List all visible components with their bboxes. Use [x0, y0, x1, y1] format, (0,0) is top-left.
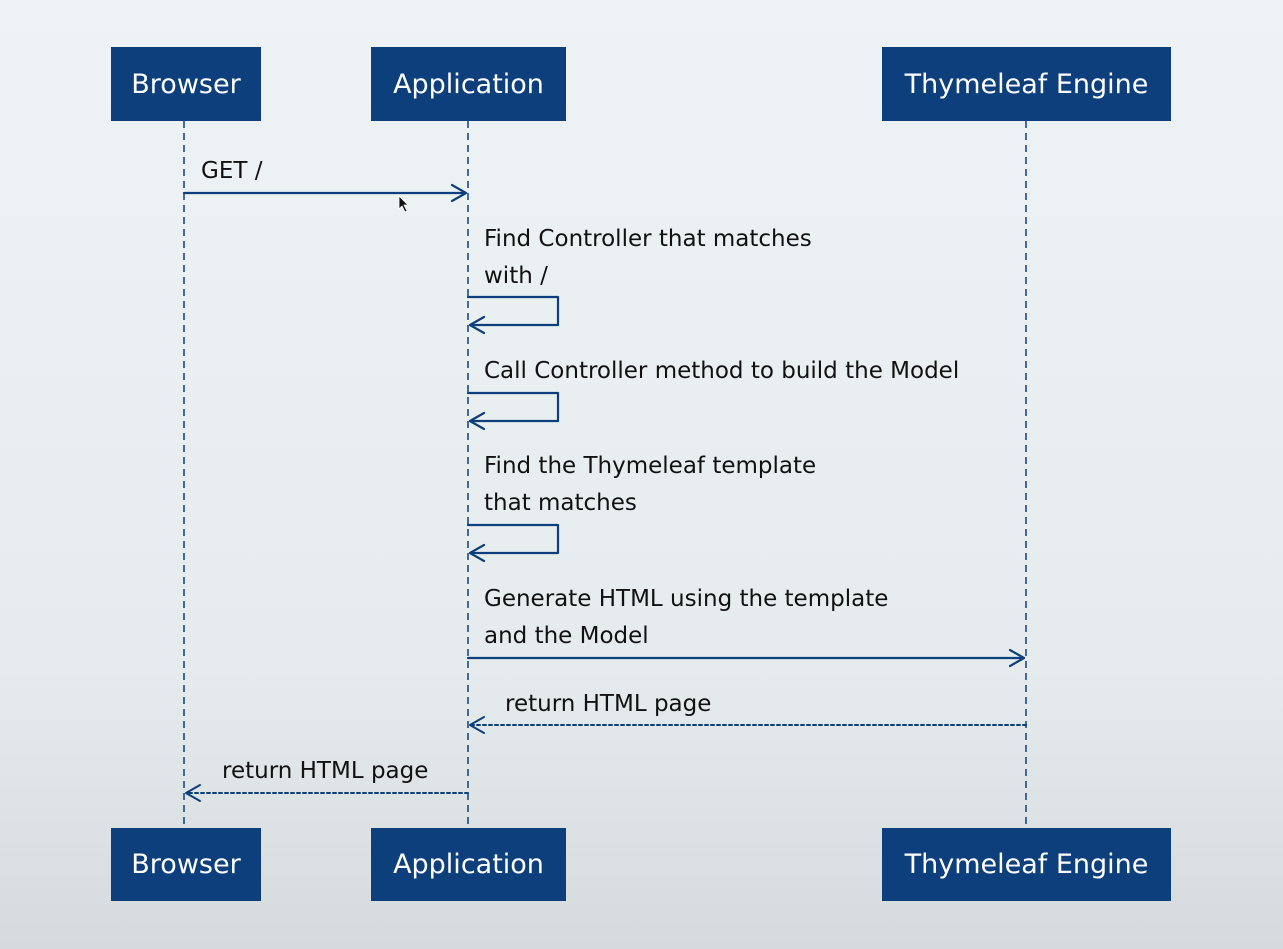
message-line: GET / [201, 158, 263, 184]
participant-engine-bottom: Thymeleaf Engine [882, 828, 1171, 901]
message-label-generate-html: Generate HTML using the template and the… [484, 581, 888, 655]
message-line: and the Model [484, 623, 649, 649]
participant-browser-top: Browser [111, 47, 261, 121]
message-label-find-controller: Find Controller that matches with / [484, 221, 812, 295]
message-line: Call Controller method to build the Mode… [484, 358, 960, 384]
mouse-pointer-icon [398, 195, 409, 213]
participant-application-bottom: Application [371, 828, 566, 901]
participant-application-top: Application [371, 47, 566, 121]
participant-browser-bottom: Browser [111, 828, 261, 901]
participant-engine-top: Thymeleaf Engine [882, 47, 1171, 121]
message-label-return-engine: return HTML page [505, 686, 711, 723]
message-line: return HTML page [505, 691, 712, 717]
arrow-self-find-template [466, 523, 560, 563]
message-label-call-controller: Call Controller method to build the Mode… [484, 353, 959, 390]
message-line: return HTML page [222, 758, 429, 784]
arrow-self-find-controller [466, 295, 560, 335]
message-label-find-template: Find the Thymeleaf template that matches [484, 448, 816, 522]
message-line: Find the Thymeleaf template [484, 453, 817, 479]
message-label-return-browser: return HTML page [222, 753, 428, 790]
message-line: that matches [484, 490, 637, 516]
arrow-return-engine [469, 716, 1027, 734]
message-line: Find Controller that matches [484, 226, 812, 252]
arrow-get [182, 183, 468, 203]
message-label-get: GET / [201, 153, 262, 190]
arrow-self-call-controller [466, 391, 560, 431]
arrow-return-browser [185, 784, 469, 802]
arrow-generate-html [466, 648, 1026, 668]
message-line: Generate HTML using the template [484, 586, 889, 612]
message-line: with / [484, 263, 548, 289]
